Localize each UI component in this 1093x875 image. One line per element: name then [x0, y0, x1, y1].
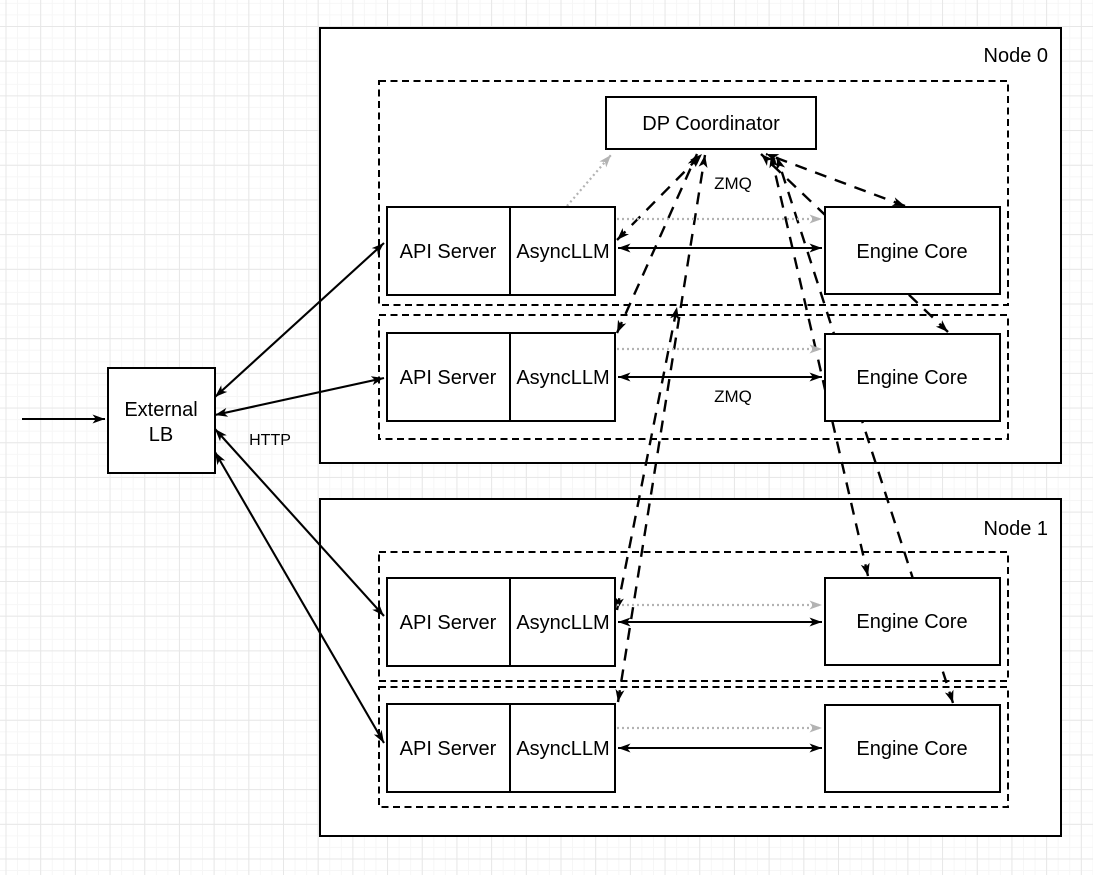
api-async-box-n0r2 — [386, 332, 616, 422]
engine-core-box-n0r2 — [824, 333, 1001, 422]
engine-core-box-n0r1 — [824, 206, 1001, 295]
gray-dotted-async-dp — [566, 154, 612, 207]
async-llm-label-n1r1: AsyncLLM — [516, 612, 609, 634]
dashed-link-dp-async-n1r1 — [615, 306, 679, 611]
api-async-box-n1r2 — [386, 703, 616, 793]
async-llm-label-n1r2: AsyncLLM — [516, 738, 609, 760]
zmq-label-engine: ZMQ — [714, 387, 752, 406]
engine-core-label-n0r2: Engine Core — [856, 367, 967, 389]
engine-core-box-n1r1 — [824, 577, 1001, 666]
external-lb-label-line1: External — [124, 399, 197, 421]
solid-link-lb-api-n1r2 — [214, 451, 385, 744]
api-server-label-n0r1: API Server — [400, 241, 497, 263]
external-lb-label-line2: LB — [149, 424, 173, 446]
api-async-box-n0r1 — [386, 206, 616, 296]
node0-label: Node 0 — [984, 45, 1049, 67]
api-server-label-n1r1: API Server — [400, 612, 497, 634]
engine-core-label-n1r2: Engine Core — [856, 738, 967, 760]
engine-core-box-n1r2 — [824, 704, 1001, 793]
async-llm-label-n0r2: AsyncLLM — [516, 367, 609, 389]
dp-coordinator-label: DP Coordinator — [642, 113, 780, 135]
api-server-label-n1r2: API Server — [400, 738, 497, 760]
engine-core-label-n1r1: Engine Core — [856, 611, 967, 633]
node1-label: Node 1 — [984, 518, 1049, 540]
solid-link-lb-api-n0r2 — [214, 376, 385, 417]
dp-coordinator-box — [605, 96, 817, 150]
async-llm-label-n0r1: AsyncLLM — [516, 241, 609, 263]
external-lb-box — [107, 367, 216, 474]
api-server-label-n0r2: API Server — [400, 367, 497, 389]
zmq-label-coordinator: ZMQ — [714, 174, 752, 193]
http-label: HTTP — [249, 432, 291, 449]
solid-link-lb-api-n0r1 — [214, 242, 385, 398]
engine-core-label-n0r1: Engine Core — [856, 241, 967, 263]
api-async-box-n1r1 — [386, 577, 616, 667]
